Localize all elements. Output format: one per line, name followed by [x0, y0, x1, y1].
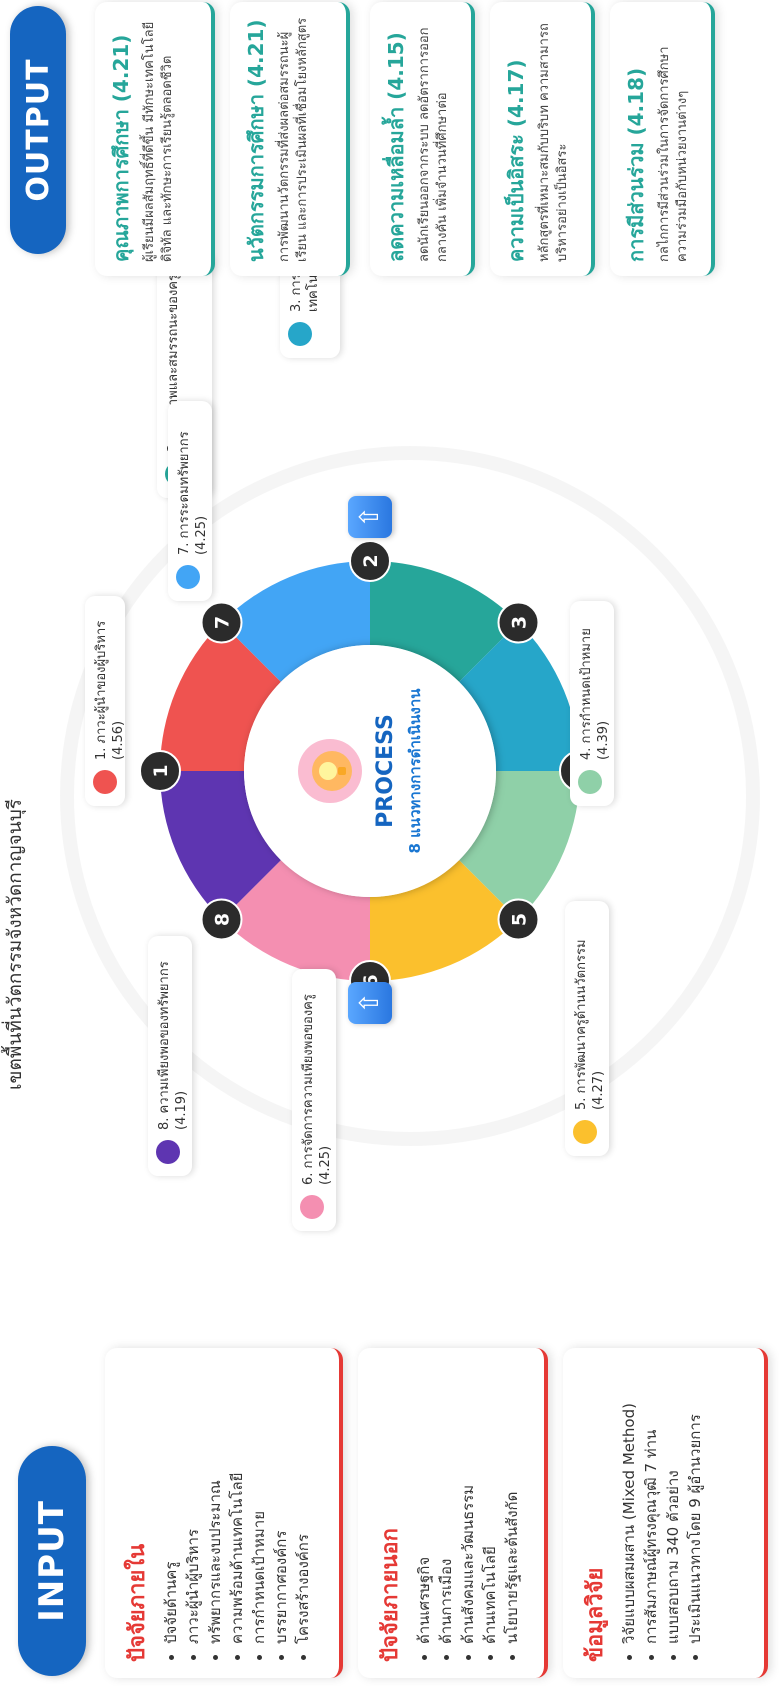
- segment-badge-1: [139, 750, 181, 792]
- process-label-7: 7. การระดมทรัพยากร (4.25): [168, 401, 212, 601]
- process-segment-5: [370, 860, 519, 981]
- segment-badge-2: [349, 540, 391, 582]
- process-segment-8: [160, 771, 281, 920]
- segment-badge-7: [200, 601, 243, 644]
- output-card-title: ลดความเหลื่อมล้ำ (4.15): [384, 32, 408, 262]
- arrow-up-icon: ⇧: [348, 982, 392, 1024]
- segment-7-dot: [176, 565, 200, 589]
- output-card-participation: การมีส่วนร่วม (4.18) กลไกการมีส่วนร่วมใน…: [610, 2, 715, 276]
- process-segments: [160, 561, 580, 981]
- output-label: OUTPUT: [10, 6, 66, 254]
- segment-badge-number: 2: [360, 554, 382, 567]
- process-label-text: 6. การจัดการความเพียงพอของครู (4.25): [301, 994, 333, 1185]
- process-label-4: 4. การกำหนดเป้าหมาย (4.39): [570, 601, 614, 806]
- output-card-autonomy: ความเป็นอิสระ (4.17) หลักสูตรที่เหมาะสมก…: [490, 2, 595, 276]
- segment-8-dot: [156, 1140, 180, 1164]
- process-label-6: 6. การจัดการความเพียงพอของครู (4.25): [292, 969, 336, 1231]
- segment-badge-number: 5: [508, 913, 530, 926]
- process-subtitle: 8 แนวทางการดำเนินงาน: [406, 688, 424, 854]
- segment-badge-8: [200, 898, 243, 941]
- output-card-desc: หลักสูตรที่เหมาะสมกับบริบท ความสามารถบริ…: [537, 23, 570, 262]
- process-title: PROCESS: [373, 714, 398, 828]
- output-card-desc: ผู้เรียนมีผลสัมฤทธิ์ที่ดีขึ้น มีทักษะเทค…: [142, 21, 175, 262]
- process-center-circle: [244, 645, 496, 897]
- arrow-up-icon: ⇧: [348, 496, 392, 538]
- segment-badge-5: [497, 898, 540, 941]
- output-card-title: คุณภาพการศึกษา (4.21): [109, 34, 133, 262]
- process-segment-7: [221, 561, 370, 682]
- segment-badge-number: 7: [212, 616, 234, 629]
- segment-badge-number: 8: [212, 913, 234, 926]
- segment-badge-number: 3: [508, 616, 530, 629]
- output-card-quality: คุณภาพการศึกษา (4.21) ผู้เรียนมีผลสัมฤทธ…: [95, 2, 215, 276]
- process-label-text: 8. ความเพียงพอของทรัพยากร (4.19): [157, 961, 189, 1130]
- process-segment-2: [370, 561, 519, 682]
- process-segment-3: [459, 622, 580, 771]
- segment-1-dot: [93, 770, 117, 794]
- output-card-innovation: นวัตกรรมการศึกษา (4.21) การพัฒนานวัตกรรม…: [230, 2, 350, 276]
- process-label-text: 7. การระดมทรัพยากร (4.25): [177, 431, 209, 555]
- process-label-1: 1. ภาวะผู้นำของผู้บริหาร (4.56): [85, 596, 126, 806]
- output-card-title: ความเป็นอิสระ (4.17): [504, 59, 528, 262]
- segment-6-dot: [300, 1195, 324, 1219]
- segment-4-dot: [578, 770, 602, 794]
- process-label-8: 8. ความเพียงพอของทรัพยากร (4.19): [148, 936, 192, 1176]
- output-card-title: การมีส่วนร่วม (4.18): [624, 67, 648, 262]
- process-label-5: 5. การพัฒนาครูด้านนวัตกรรม (4.27): [565, 901, 609, 1156]
- process-label-text: 1. ภาวะผู้นำของผู้บริหาร (4.56): [94, 620, 126, 760]
- segment-badge-number: 1: [150, 764, 172, 777]
- output-card-title: นวัตกรรมการศึกษา (4.21): [244, 19, 268, 262]
- process-segment-1: [160, 622, 281, 771]
- process-label-text: 4. การกำหนดเป้าหมาย (4.39): [579, 628, 611, 760]
- segment-badge-3: [497, 601, 540, 644]
- segment-3-dot: [288, 322, 312, 346]
- process-segment-4: [459, 771, 580, 920]
- process-segment-6: [221, 860, 370, 981]
- lightbulb-icon: [298, 739, 362, 803]
- output-card-desc: ลดนักเรียนออกจากระบบ ลดอัตราการออกกลางคั…: [417, 27, 450, 262]
- output-card-desc: การพัฒนานวัตกรรมที่ส่งผลต่อสมรรถนะผู้เรี…: [277, 17, 310, 262]
- process-label-text: 5. การพัฒนาครูด้านนวัตกรรม (4.27): [574, 939, 606, 1110]
- segment-5-dot: [573, 1120, 597, 1144]
- output-card-inequality: ลดความเหลื่อมล้ำ (4.15) ลดนักเรียนออกจาก…: [370, 2, 475, 276]
- output-card-desc: กลไกการมีส่วนร่วมในการจัดการศึกษา ความร่…: [657, 46, 690, 262]
